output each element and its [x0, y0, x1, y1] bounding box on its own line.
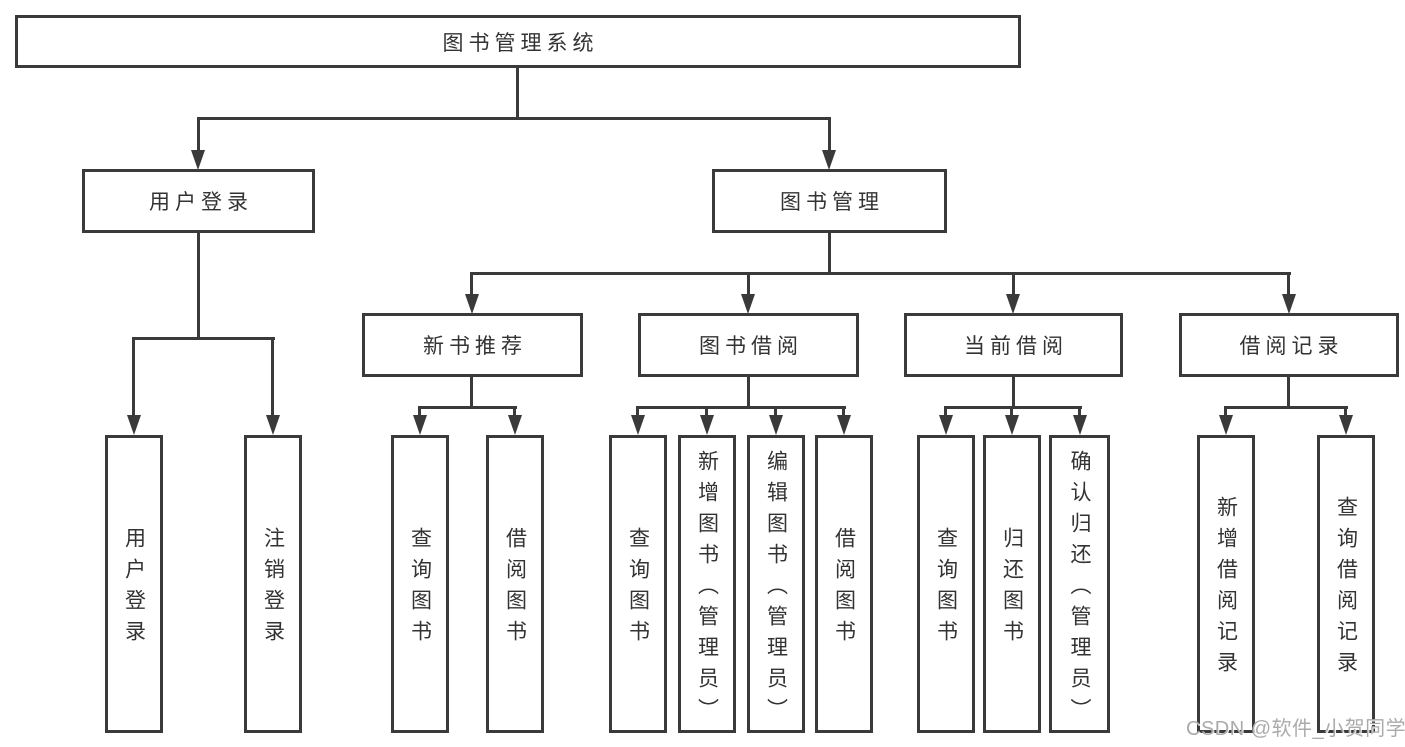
connector-level3-branch — [470, 272, 1291, 275]
node-borrow-records: 借阅记录 — [1179, 313, 1399, 377]
connector-records-stem — [1287, 375, 1290, 408]
connector-leaf-shaft — [944, 406, 947, 417]
arrowhead-records — [1282, 294, 1296, 314]
connector-leaf-user-login-shaft — [132, 337, 135, 417]
connector-leaf-shaft — [842, 406, 845, 417]
arrowhead-leaf-recommend-borrow — [508, 415, 522, 435]
leaf-logout: 注销登录 — [244, 435, 302, 733]
connector-level2-branch — [197, 117, 831, 120]
arrowhead-book-mgmt — [822, 150, 836, 170]
connector-leaf-shaft — [636, 406, 639, 417]
leaf-borrow-query-books: 查询图书 — [609, 435, 667, 733]
arrowhead-borrow — [741, 294, 755, 314]
arrowhead-leaf-borrow-books — [837, 415, 851, 435]
connector-leaf-shaft — [705, 406, 708, 417]
connector-borrow-shaft — [747, 272, 750, 296]
connector-recommend-shaft — [470, 272, 473, 296]
leaf-current-query-books: 查询图书 — [917, 435, 975, 733]
connector-books-stem — [828, 231, 831, 275]
arrowhead-leaf-recommend-query — [413, 415, 427, 435]
connector-user-stem — [197, 231, 200, 337]
node-root: 图书管理系统 — [15, 15, 1021, 68]
connector-leaf-shaft — [774, 406, 777, 417]
node-book-management: 图书管理 — [712, 169, 947, 233]
arrowhead-current — [1006, 294, 1020, 314]
leaf-user-login: 用户登录 — [105, 435, 163, 733]
connector-current-branch — [944, 406, 1082, 409]
arrowhead-leaf-borrow-query — [631, 415, 645, 435]
leaf-return-books: 归还图书 — [983, 435, 1041, 733]
connector-current-stem — [1012, 375, 1015, 408]
connector-leaf-shaft — [1078, 406, 1081, 417]
connector-recommend-branch — [418, 406, 517, 409]
arrowhead-leaf-confirm-return — [1073, 415, 1087, 435]
leaf-recommend-borrow-books: 借阅图书 — [486, 435, 544, 733]
leaf-confirm-return-admin: 确认归还（管理员） — [1049, 435, 1110, 733]
connector-root-stem — [516, 66, 519, 118]
node-current-borrow: 当前借阅 — [904, 313, 1123, 377]
connector-leaf-shaft — [513, 406, 516, 417]
connector-current-shaft — [1012, 272, 1015, 296]
leaf-edit-books-admin: 编辑图书（管理员） — [747, 435, 805, 733]
connector-records-branch — [1224, 406, 1348, 409]
arrowhead-leaf-query-record — [1339, 415, 1353, 435]
connector-leaf-logout-shaft — [271, 337, 274, 417]
connector-leaf-shaft — [418, 406, 421, 417]
connector-leaf-shaft — [1344, 406, 1347, 417]
connector-book-mgmt-shaft — [828, 117, 831, 152]
node-book-borrow: 图书借阅 — [638, 313, 859, 377]
connector-records-shaft — [1287, 272, 1290, 296]
leaf-borrow-books: 借阅图书 — [815, 435, 873, 733]
arrowhead-leaf-return-books — [1005, 415, 1019, 435]
arrowhead-leaf-edit-books — [769, 415, 783, 435]
connector-borrow-stem — [747, 375, 750, 408]
arrowhead-leaf-user-login — [127, 415, 141, 435]
arrowhead-leaf-logout — [266, 415, 280, 435]
connector-user-login-shaft — [197, 117, 200, 152]
arrowhead-leaf-add-record — [1219, 415, 1233, 435]
node-user-login: 用户登录 — [82, 169, 315, 233]
leaf-query-borrow-record: 查询借阅记录 — [1317, 435, 1375, 733]
arrowhead-leaf-add-books — [700, 415, 714, 435]
arrowhead-recommend — [465, 294, 479, 314]
csdn-watermark: CSDN @软件_小贺同学 — [1186, 718, 1405, 740]
leaf-recommend-query-books: 查询图书 — [391, 435, 449, 733]
connector-recommend-stem — [470, 375, 473, 408]
leaf-add-books-admin: 新增图书（管理员） — [678, 435, 736, 733]
arrowhead-user-login — [191, 150, 205, 170]
leaf-add-borrow-record: 新增借阅记录 — [1197, 435, 1255, 733]
connector-leaf-shaft — [1224, 406, 1227, 417]
connector-user-branch — [132, 337, 275, 340]
node-new-book-recommend: 新书推荐 — [362, 313, 583, 377]
arrowhead-leaf-current-query — [939, 415, 953, 435]
connector-leaf-shaft — [1010, 406, 1013, 417]
connector-borrow-branch — [636, 406, 846, 409]
